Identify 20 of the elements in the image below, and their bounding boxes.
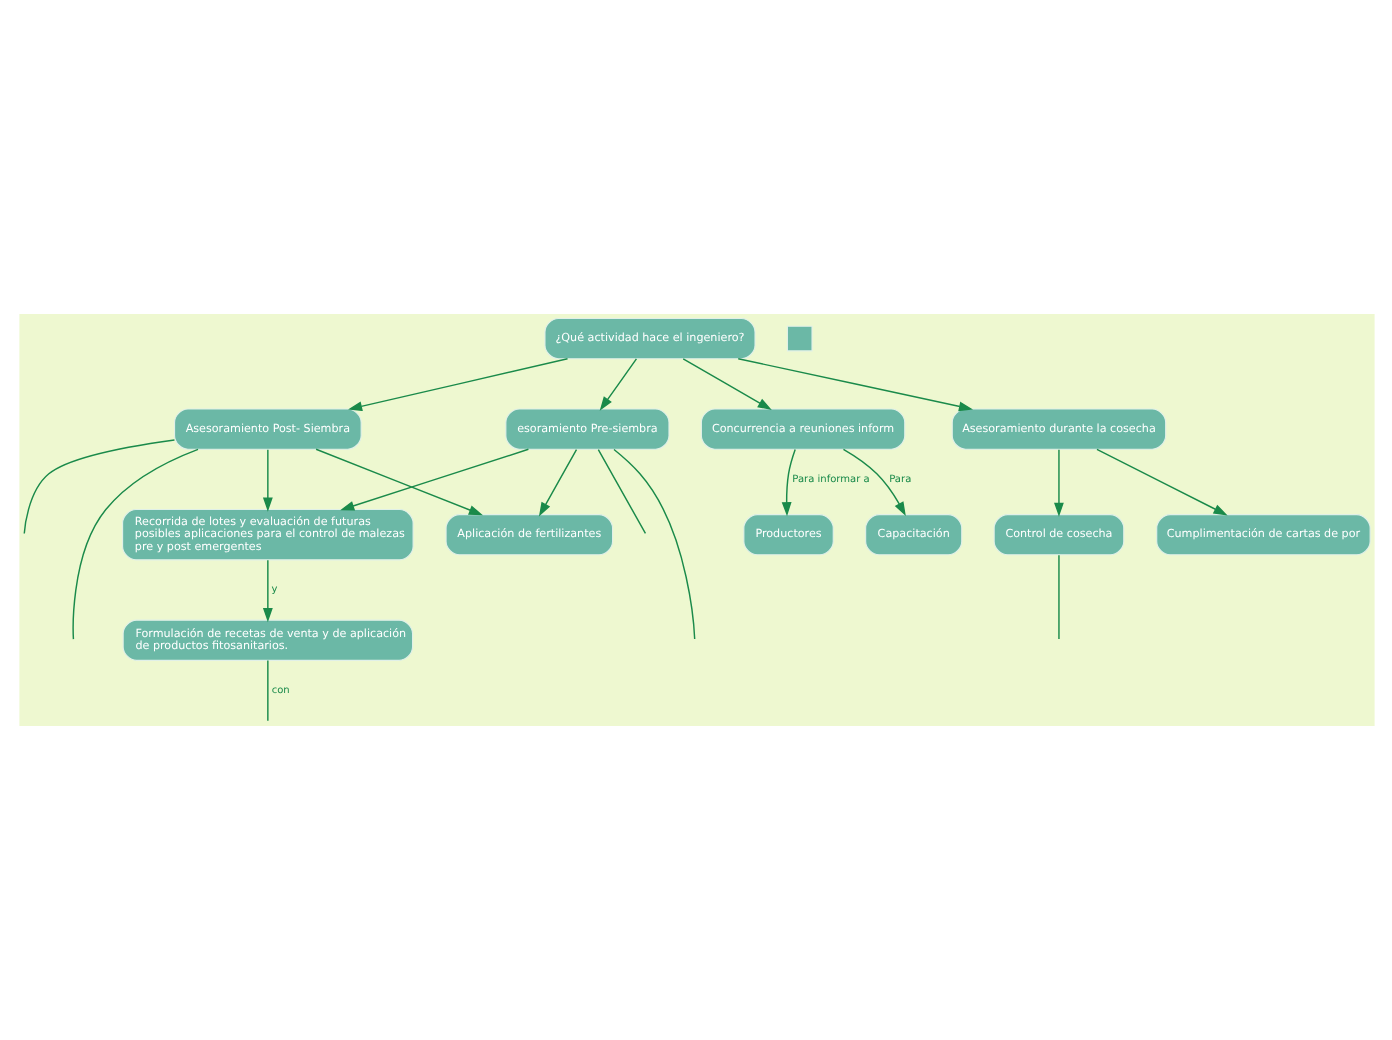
arrow bbox=[681, 358, 771, 410]
arrow bbox=[841, 448, 905, 517]
arrow bbox=[780, 448, 795, 517]
connector bbox=[71, 448, 198, 640]
connector bbox=[596, 448, 646, 535]
arrow bbox=[347, 358, 568, 412]
arrow bbox=[261, 448, 272, 512]
arrow bbox=[1053, 448, 1063, 517]
arrow bbox=[314, 448, 482, 516]
connector bbox=[266, 659, 268, 722]
arrow bbox=[598, 358, 637, 411]
connector bbox=[22, 439, 175, 535]
arrow bbox=[339, 448, 529, 511]
node-box bbox=[785, 325, 812, 352]
connector bbox=[1057, 554, 1059, 640]
arrow bbox=[537, 448, 577, 517]
arrow bbox=[1095, 448, 1227, 516]
arrow bbox=[736, 358, 973, 412]
connector bbox=[612, 448, 695, 640]
arrow bbox=[261, 559, 272, 623]
